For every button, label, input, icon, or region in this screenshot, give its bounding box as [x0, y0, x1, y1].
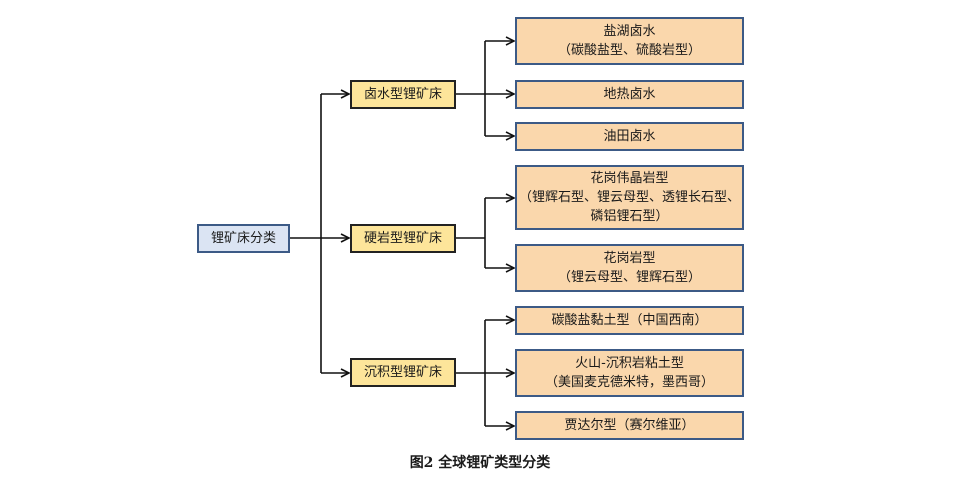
root-node: 锂矿床分类 — [197, 224, 290, 253]
leaf-subtitle: （锂辉石型、锂云母型、透锂长石型、 — [518, 190, 740, 205]
leaf-title: 花岗伟晶岩型 — [590, 171, 669, 186]
figure-caption: 图2 全球锂矿类型分类 — [409, 455, 551, 471]
leaf-subtitle: （锂云母型、锂辉石型） — [557, 270, 701, 285]
leaf-title: 地热卤水 — [603, 87, 656, 102]
leaf-oilfield-brine: 油田卤水 — [515, 122, 744, 151]
leaf-subtitle: （美国麦克德米特，墨西哥） — [544, 375, 714, 390]
root-label: 锂矿床分类 — [210, 231, 276, 246]
leaf-geothermal-brine: 地热卤水 — [515, 80, 744, 109]
leaf-title: 火山-沉积岩粘土型 — [575, 356, 684, 371]
leaf-granite-pegmatite: 花岗伟晶岩型 （锂辉石型、锂云母型、透锂长石型、 磷铝锂石型） — [515, 165, 744, 230]
leaf-title: 花岗岩型 — [603, 251, 656, 266]
category-label: 沉积型锂矿床 — [363, 365, 442, 380]
leaf-subtitle: （碳酸盐型、硫酸岩型） — [557, 43, 701, 58]
leaf-volcanic-sedimentary-clay: 火山-沉积岩粘土型 （美国麦克德米特，墨西哥） — [515, 349, 744, 397]
category-label: 卤水型锂矿床 — [363, 87, 442, 102]
leaf-title: 油田卤水 — [603, 129, 656, 144]
leaf-title: 盐湖卤水 — [603, 24, 656, 39]
category-brine-type: 卤水型锂矿床 — [350, 80, 456, 109]
leaf-subtitle: 磷铝锂石型） — [590, 209, 669, 224]
category-sedimentary-type: 沉积型锂矿床 — [350, 358, 456, 387]
leaf-title: 贾达尔型（赛尔维亚） — [564, 418, 695, 433]
leaf-carbonate-clay: 碳酸盐黏土型（中国西南） — [515, 306, 744, 335]
leaf-salt-lake-brine: 盐湖卤水 （碳酸盐型、硫酸岩型） — [515, 17, 744, 65]
leaf-jadar-type: 贾达尔型（赛尔维亚） — [515, 411, 744, 440]
leaf-granite: 花岗岩型 （锂云母型、锂辉石型） — [515, 244, 744, 292]
leaf-title: 碳酸盐黏土型（中国西南） — [551, 313, 708, 328]
category-label: 硬岩型锂矿床 — [363, 231, 442, 246]
category-hard-rock-type: 硬岩型锂矿床 — [350, 224, 456, 253]
